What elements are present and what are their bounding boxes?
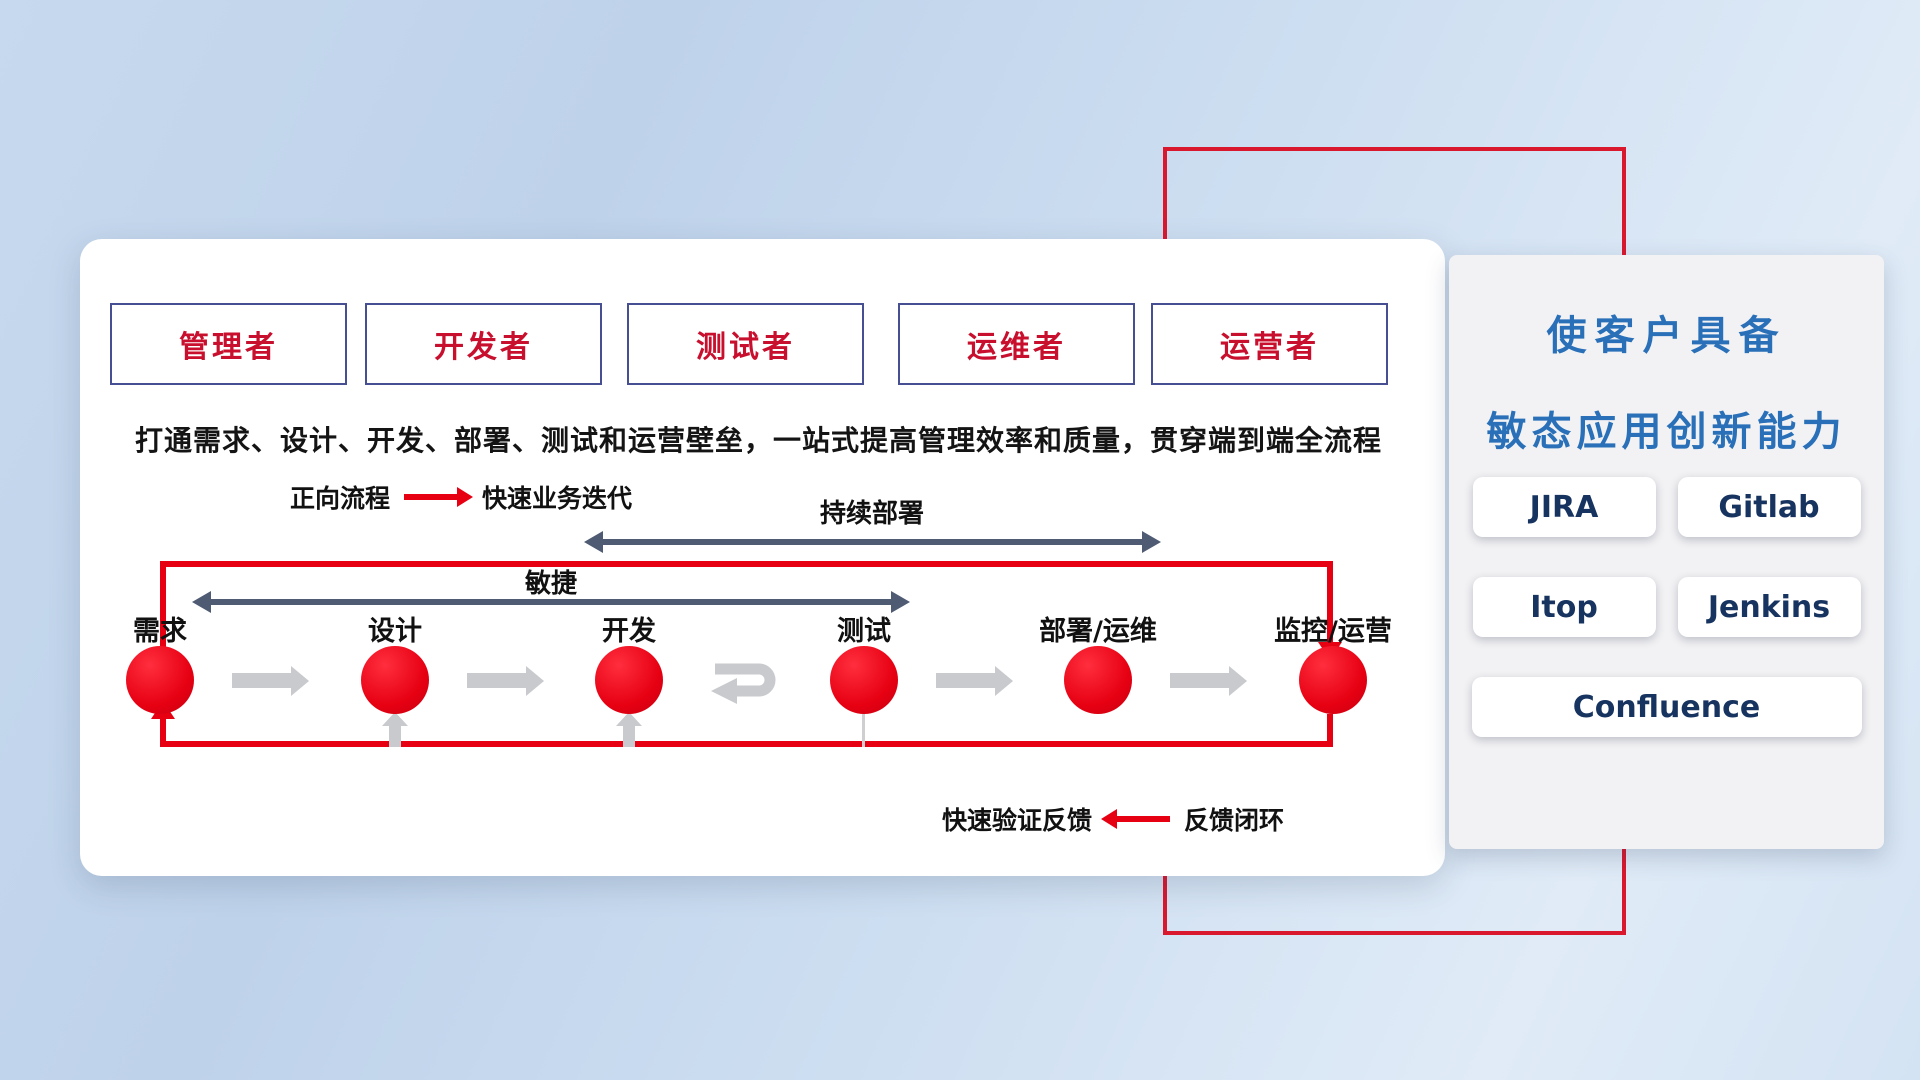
role-box-developer: 开发者 bbox=[365, 303, 602, 385]
stage-label-deploy-ops: 部署/运维 bbox=[1039, 616, 1157, 647]
role-label-business-ops: 运营者 bbox=[1220, 330, 1319, 365]
stage-label-develop: 开发 bbox=[602, 616, 656, 647]
stage-circle-develop bbox=[595, 646, 663, 714]
forward-flow-label: 正向流程 bbox=[290, 484, 391, 513]
tool-button-gitlab: Gitlab bbox=[1677, 477, 1861, 537]
capability-title-line2: 敏态应用创新能力 bbox=[1486, 409, 1847, 455]
role-box-tester: 测试者 bbox=[627, 303, 864, 385]
stage-circle-test bbox=[830, 646, 898, 714]
stage-label-design: 设计 bbox=[368, 616, 422, 647]
stage-label-requirement: 需求 bbox=[133, 616, 187, 647]
feedback-arrow-icon bbox=[1116, 816, 1171, 822]
feedback-legend-desc: 反馈闭环 bbox=[1184, 806, 1285, 835]
iteration-loop-icon bbox=[703, 654, 789, 710]
forward-flow-legend: 正向流程 快速业务迭代 bbox=[290, 479, 632, 515]
role-label-tester: 测试者 bbox=[696, 330, 795, 365]
process-description: 打通需求、设计、开发、部署、测试和运营壁垒，一站式提高管理效率和质量，贯穿端到端… bbox=[135, 424, 1383, 457]
role-label-manager: 管理者 bbox=[179, 330, 278, 365]
flow-arrow-icon bbox=[467, 673, 527, 688]
role-box-business-ops: 运营者 bbox=[1151, 303, 1388, 385]
role-box-operations: 运维者 bbox=[898, 303, 1135, 385]
stage-circle-design bbox=[361, 646, 429, 714]
tool-button-itop: Itop bbox=[1472, 577, 1656, 637]
continuous-deploy-label: 持续部署 bbox=[819, 499, 925, 529]
forward-flow-desc: 快速业务迭代 bbox=[482, 484, 633, 513]
tool-button-confluence: Confluence bbox=[1471, 677, 1862, 737]
stage-label-test: 测试 bbox=[837, 616, 891, 647]
feedback-loop-line bbox=[151, 701, 1333, 747]
flow-arrow-icon bbox=[936, 673, 996, 688]
devops-flow-panel: 管理者 开发者 测试者 运维者 运营者 打通需求、设计、开发、部署、测试和运营壁… bbox=[80, 239, 1445, 876]
stage-circle-requirement bbox=[126, 646, 194, 714]
tool-list: JIRA Gitlab Itop Jenkins Confluence bbox=[1471, 477, 1862, 737]
agile-span-arrow-icon bbox=[208, 599, 894, 605]
stage-label-monitor-ops: 监控/运营 bbox=[1274, 616, 1392, 647]
feedback-legend-label: 快速验证反馈 bbox=[942, 806, 1093, 835]
tool-button-jenkins: Jenkins bbox=[1677, 577, 1861, 637]
develop-feedback-arrow-icon bbox=[616, 712, 642, 747]
continuous-deploy-span-arrow-icon bbox=[600, 539, 1145, 545]
stage-circle-deploy-ops bbox=[1064, 646, 1132, 714]
test-feedback-connector bbox=[862, 714, 865, 747]
capability-panel: 使客户具备 敏态应用创新能力 JIRA Gitlab Itop Jenkins … bbox=[1449, 255, 1884, 849]
design-feedback-arrow-icon bbox=[382, 712, 408, 747]
role-label-developer: 开发者 bbox=[434, 330, 533, 365]
capability-title: 使客户具备 敏态应用创新能力 bbox=[1449, 255, 1884, 457]
tool-button-jira: JIRA bbox=[1472, 477, 1656, 537]
stage-circle-monitor-ops bbox=[1299, 646, 1367, 714]
flow-arrow-icon bbox=[1170, 673, 1230, 688]
forward-arrow-icon bbox=[404, 494, 459, 500]
capability-title-line1: 使客户具备 bbox=[1546, 313, 1787, 359]
feedback-legend: 快速验证反馈 反馈闭环 bbox=[942, 801, 1284, 837]
role-box-manager: 管理者 bbox=[110, 303, 347, 385]
agile-label: 敏捷 bbox=[524, 569, 578, 599]
role-label-operations: 运维者 bbox=[967, 330, 1066, 365]
flow-arrow-icon bbox=[232, 673, 292, 688]
